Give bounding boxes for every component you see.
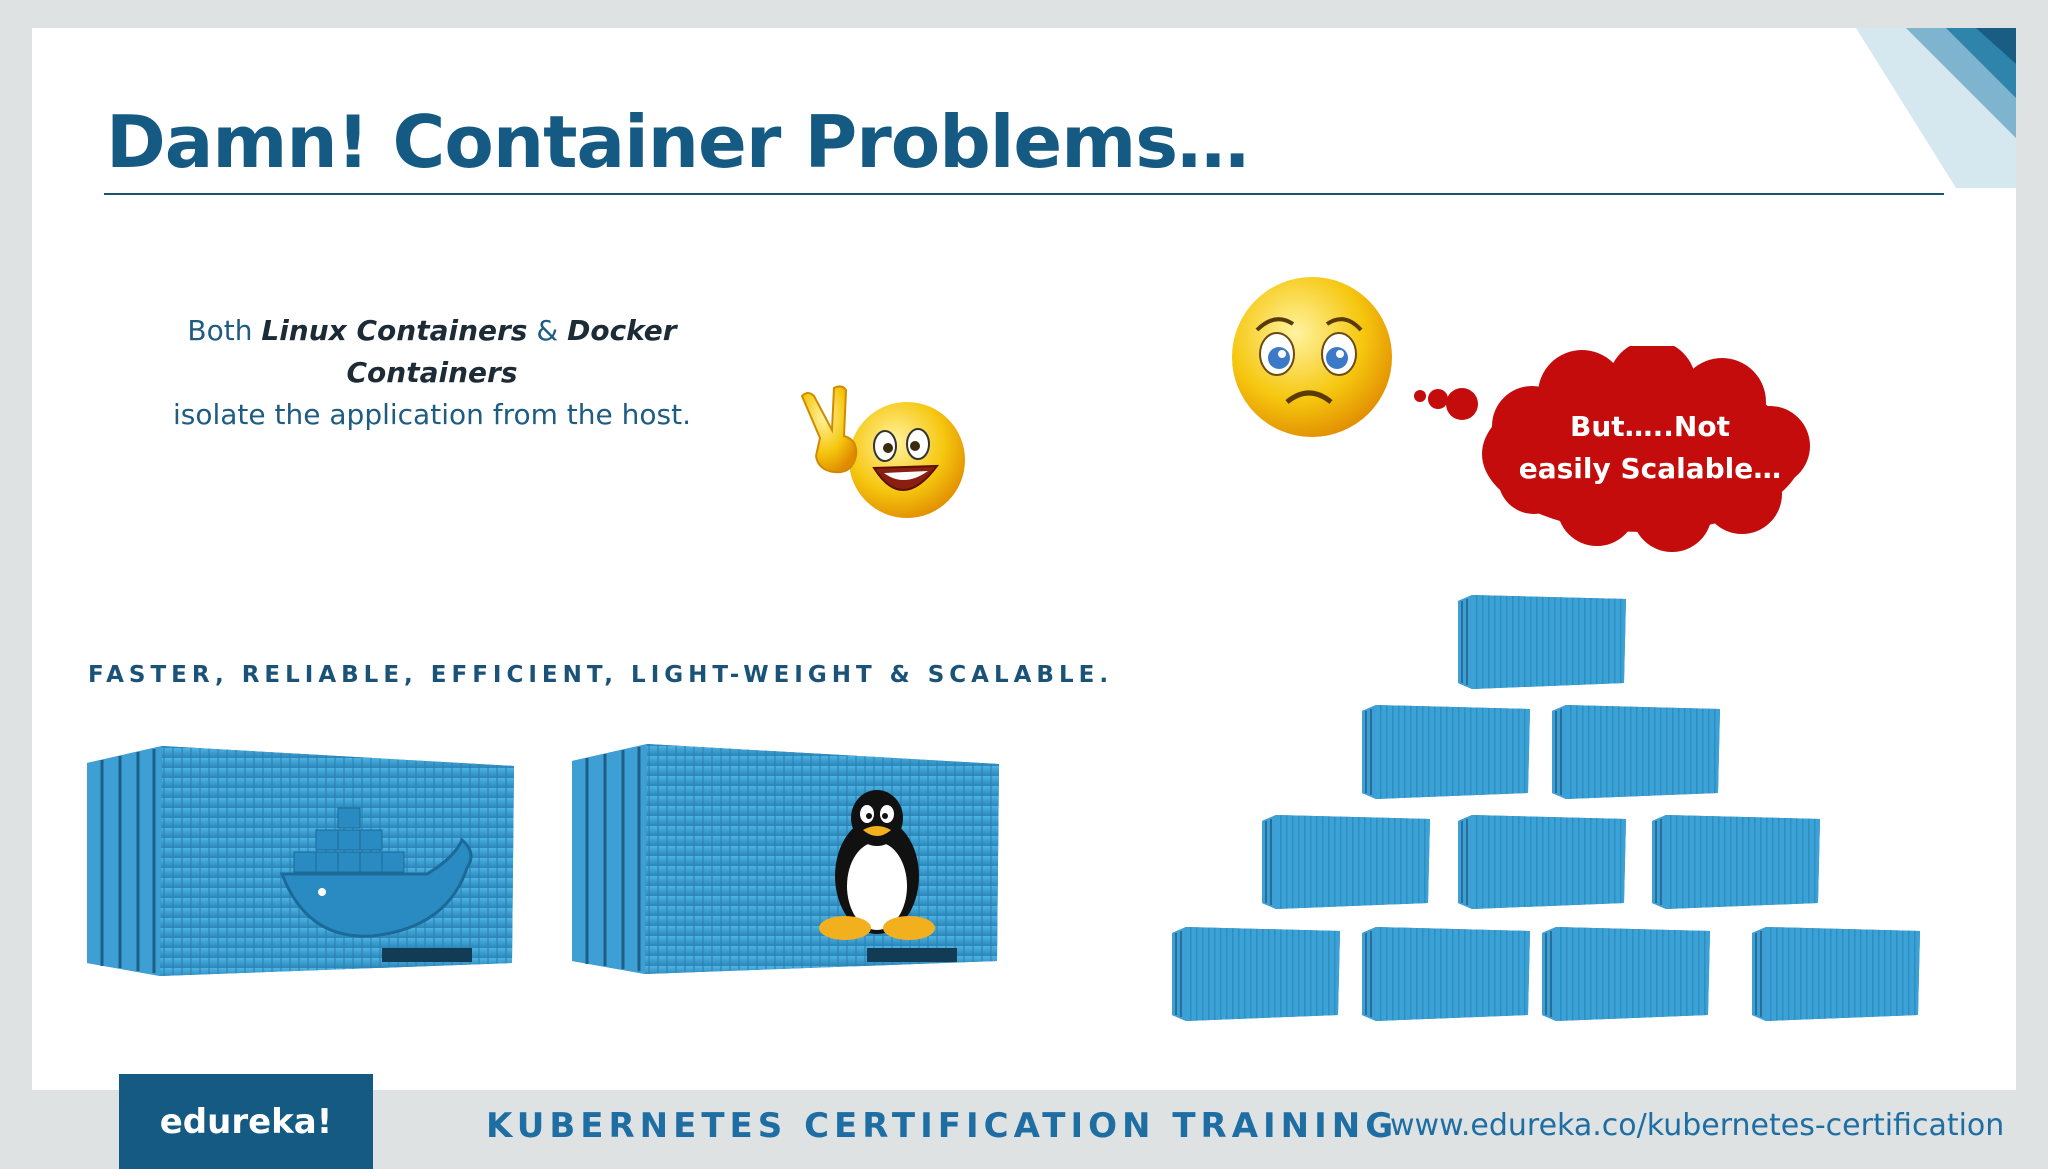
- title-divider: [104, 193, 1944, 195]
- intro-text: Both Linux Containers & Docker Container…: [122, 310, 742, 436]
- slide-title: Damn! Container Problems…: [106, 100, 1249, 184]
- edureka-logo[interactable]: edureka!: [119, 1074, 373, 1169]
- linux-container-image: [572, 744, 999, 974]
- thought-line2: easily Scalable…: [1518, 452, 1782, 485]
- thought-line1: But…..Not: [1570, 410, 1730, 443]
- course-title: KUBERNETES CERTIFICATION TRAINING: [486, 1106, 1399, 1146]
- intro-term-docker: Docker Containers: [346, 314, 677, 389]
- intro-line2: isolate the application from the host.: [173, 398, 691, 431]
- docker-container-image: [87, 746, 514, 976]
- docker-whale-icon: [279, 807, 473, 938]
- thought-bubble-text: But…..Not easily Scalable…: [1510, 406, 1790, 490]
- intro-joiner: &: [527, 314, 568, 347]
- slide-canvas: Damn! Container Problems… Both Linux Con…: [32, 28, 2016, 1090]
- intro-prefix: Both: [187, 314, 262, 347]
- features-tagline: FASTER, RELIABLE, EFFICIENT, LIGHT-WEIGH…: [88, 662, 1114, 688]
- worried-smiley-icon: [1232, 277, 1392, 437]
- linux-penguin-icon: [819, 790, 935, 940]
- thought-bubble: [1414, 346, 1810, 552]
- corner-decoration: [1856, 28, 2016, 188]
- course-url[interactable]: www.edureka.co/kubernetes-certification: [1390, 1108, 2005, 1143]
- container-pyramid: [1171, 594, 1921, 1022]
- smiley-peace-icon: [800, 385, 965, 518]
- intro-term-linux: Linux Containers: [261, 314, 528, 347]
